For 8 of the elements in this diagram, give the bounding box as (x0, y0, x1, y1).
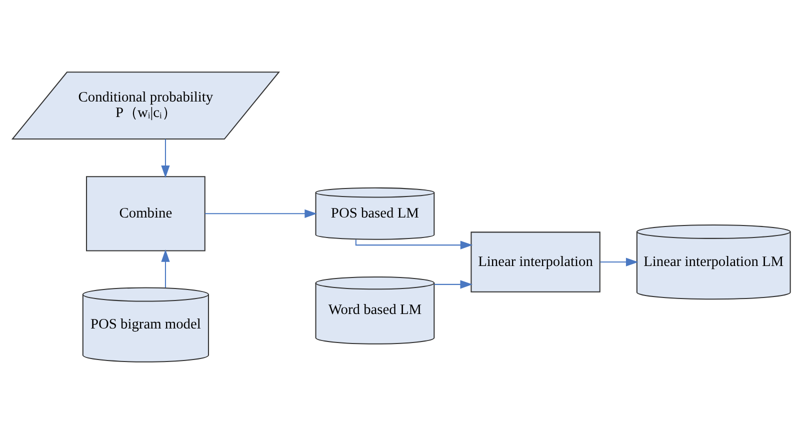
arrow (205, 208, 318, 218)
arrow (161, 249, 170, 287)
arrow (161, 138, 170, 178)
arrow (355, 239, 473, 249)
node-box: Combine (86, 176, 206, 251)
arrow (600, 257, 638, 266)
node-box: Linear interpolation (470, 231, 600, 292)
arrow (434, 280, 473, 288)
